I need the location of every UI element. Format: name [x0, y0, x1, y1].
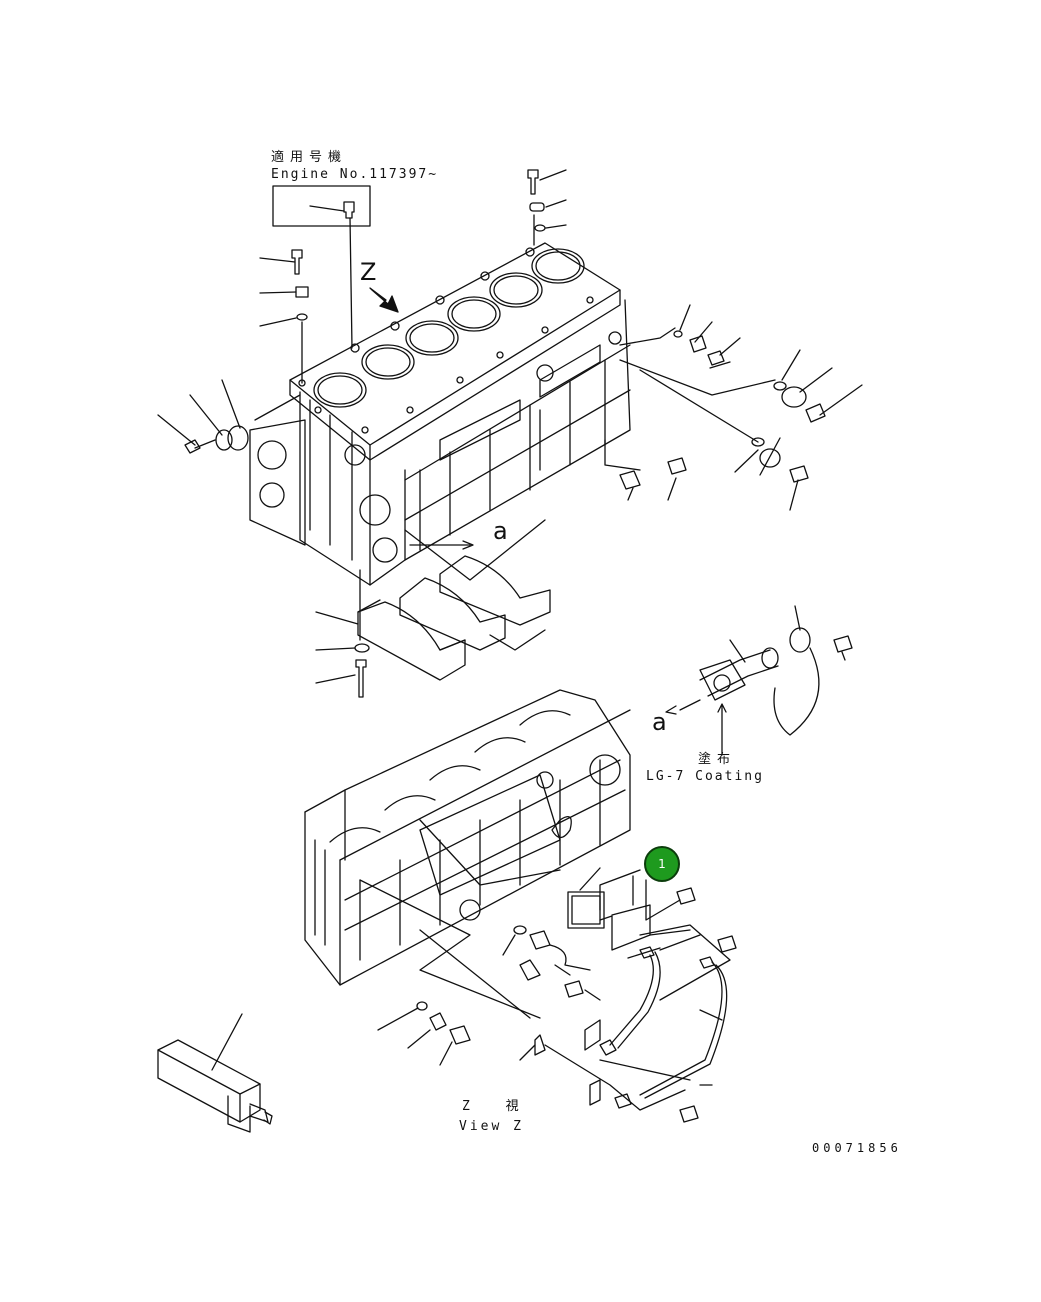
bolt-icon — [833, 635, 853, 653]
applicable-label-jp: 適用号機 — [271, 150, 348, 165]
plug-icon — [429, 1012, 447, 1031]
plug-icon — [343, 201, 355, 219]
washer-icon — [529, 202, 545, 212]
washer-icon — [416, 1001, 428, 1011]
z-view-marker: Z — [360, 258, 377, 286]
plug-icon — [295, 286, 309, 298]
plug-icon — [619, 470, 641, 490]
coating-label-jp: 塗布 — [698, 752, 737, 767]
bolt-icon — [527, 169, 539, 195]
view-z-arrow-icon — [369, 287, 399, 313]
bolt-icon — [789, 465, 809, 483]
plug-icon — [689, 335, 707, 353]
washer-icon — [354, 643, 370, 653]
engine-block-lower-icon — [304, 689, 631, 1019]
bolt-icon — [564, 980, 584, 998]
plug-icon — [667, 457, 687, 475]
callout-1-badge[interactable]: 1 — [644, 846, 680, 882]
reference-a-upper: a — [493, 517, 508, 545]
lower-parts — [377, 867, 737, 1123]
engine-block-upper-icon — [249, 242, 631, 586]
bolt-icon — [717, 935, 737, 953]
view-z-label-jp: Z 視 — [462, 1099, 533, 1114]
sensor-icon — [599, 1039, 617, 1056]
bolt-icon — [291, 249, 303, 275]
bolt-icon — [707, 350, 725, 366]
bolt-icon — [355, 659, 367, 698]
callout-1-number: 1 — [658, 857, 666, 871]
inset-box — [272, 185, 371, 349]
drawing-number: 00071856 — [812, 1141, 902, 1155]
washer-icon — [296, 313, 308, 321]
pipe-group — [665, 605, 853, 756]
sensor-icon — [529, 930, 551, 950]
plug-icon — [789, 627, 811, 653]
bolt-icon — [679, 1105, 699, 1123]
view-z-label-en: View Z — [459, 1119, 524, 1134]
tool-icon — [157, 1013, 273, 1133]
coating-label-en: LG-7 Coating — [646, 769, 764, 784]
reference-a-lower: a — [652, 708, 667, 736]
bolt-icon — [676, 887, 696, 905]
engine-number-label: Engine No.117397~ — [271, 167, 439, 182]
bolt-icon — [805, 403, 826, 423]
bolt-icon — [184, 439, 201, 454]
bolt-icon — [449, 1025, 471, 1045]
main-bearing-cap-icon — [315, 555, 551, 698]
upper-leaders — [157, 169, 863, 581]
